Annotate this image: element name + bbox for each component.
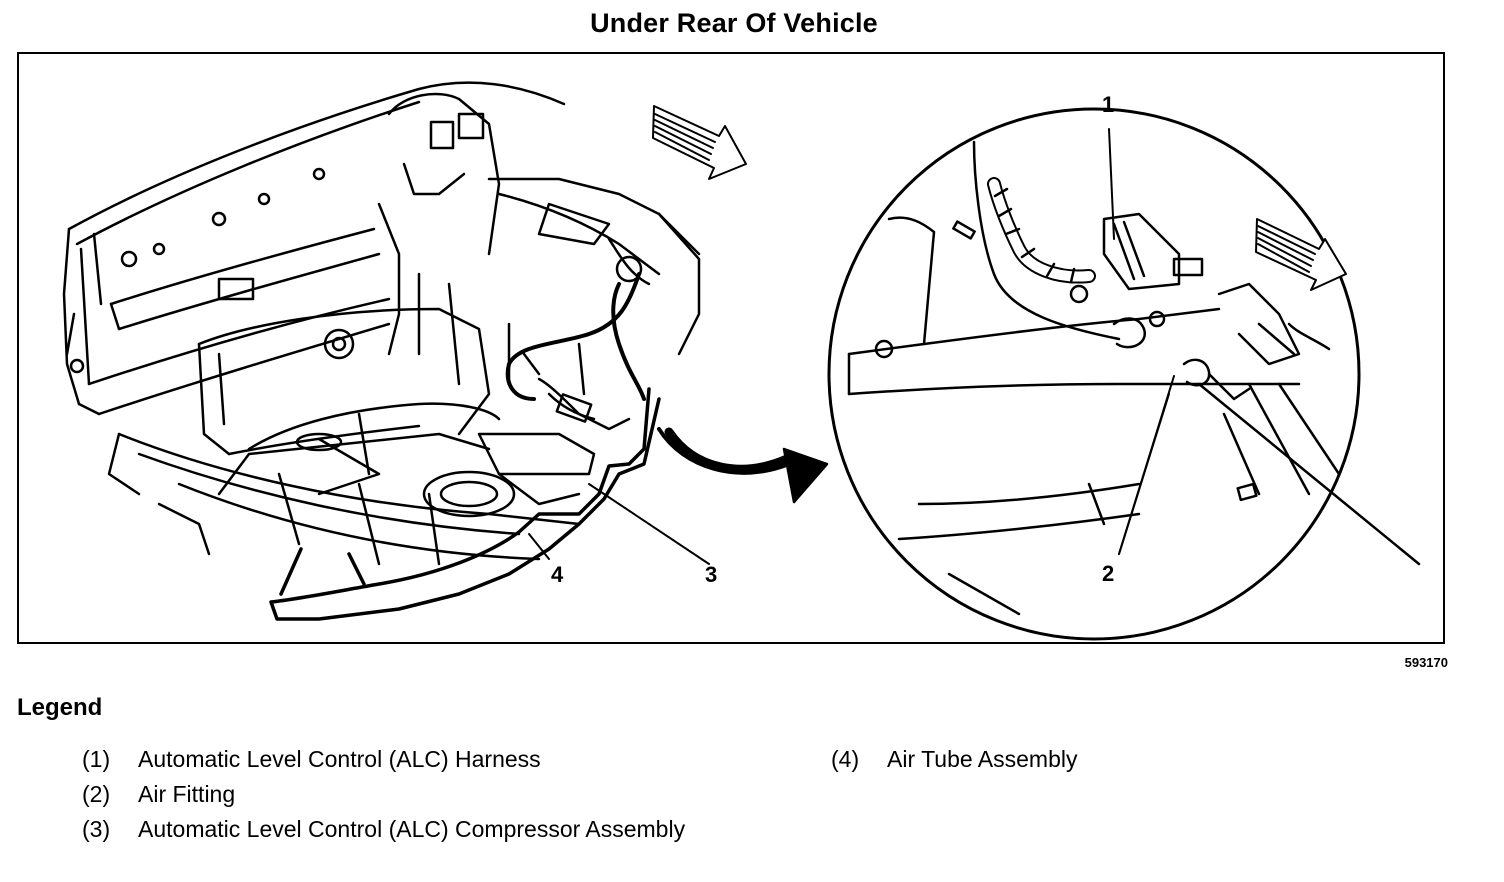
alc-harness-wire bbox=[505, 272, 646, 401]
legend-item-number: (2) bbox=[82, 781, 111, 807]
legend-item-3: (3) Automatic Level Control (ALC) Compre… bbox=[82, 815, 702, 875]
legend-item-1: (1) Automatic Level Control (ALC) Harnes… bbox=[82, 745, 682, 775]
detail-front-direction-arrow-icon bbox=[1255, 218, 1347, 291]
legend-item-number: (1) bbox=[82, 746, 111, 772]
vehicle-underbody-illustration bbox=[62, 81, 1421, 641]
detail-harness-wire bbox=[972, 140, 1121, 341]
legend-item-4: (4) Air Tube Assembly bbox=[831, 745, 1431, 775]
legend-item-text: Air Tube Assembly bbox=[887, 746, 1078, 772]
callout-2: 2 bbox=[1102, 561, 1115, 586]
callout-1: 1 bbox=[1102, 92, 1115, 117]
rear-body-structure bbox=[377, 92, 701, 386]
legend-item-number: (4) bbox=[831, 746, 860, 772]
callout-leaders-left bbox=[528, 483, 710, 565]
detail-view-arrow-icon bbox=[657, 427, 829, 504]
spare-tire-well bbox=[197, 307, 516, 518]
rear-bumper-fascia bbox=[62, 81, 566, 416]
air-tube-assembly bbox=[269, 387, 661, 621]
floor-pan bbox=[107, 432, 596, 566]
callout-leaders-right bbox=[1108, 128, 1175, 555]
legend-item-text: Automatic Level Control (ALC) Harness bbox=[138, 746, 541, 772]
legend-item-text: Air Fitting bbox=[138, 781, 236, 807]
legend-item-text: Automatic Level Control (ALC) Compressor… bbox=[138, 816, 686, 842]
callout-3: 3 bbox=[705, 562, 718, 587]
illustration-frame: 1 2 3 4 bbox=[17, 52, 1445, 644]
legend-item-number: (3) bbox=[82, 816, 111, 842]
callout-4: 4 bbox=[551, 562, 564, 587]
legend-heading: Legend bbox=[17, 694, 103, 721]
legend-item-2: (2) Air Fitting bbox=[82, 780, 682, 810]
figure-id: 593170 bbox=[1404, 655, 1448, 670]
diagram-title: Under Rear Of Vehicle bbox=[590, 8, 878, 38]
front-direction-arrow-icon bbox=[652, 105, 747, 180]
detail-magnified-view bbox=[827, 107, 1421, 641]
